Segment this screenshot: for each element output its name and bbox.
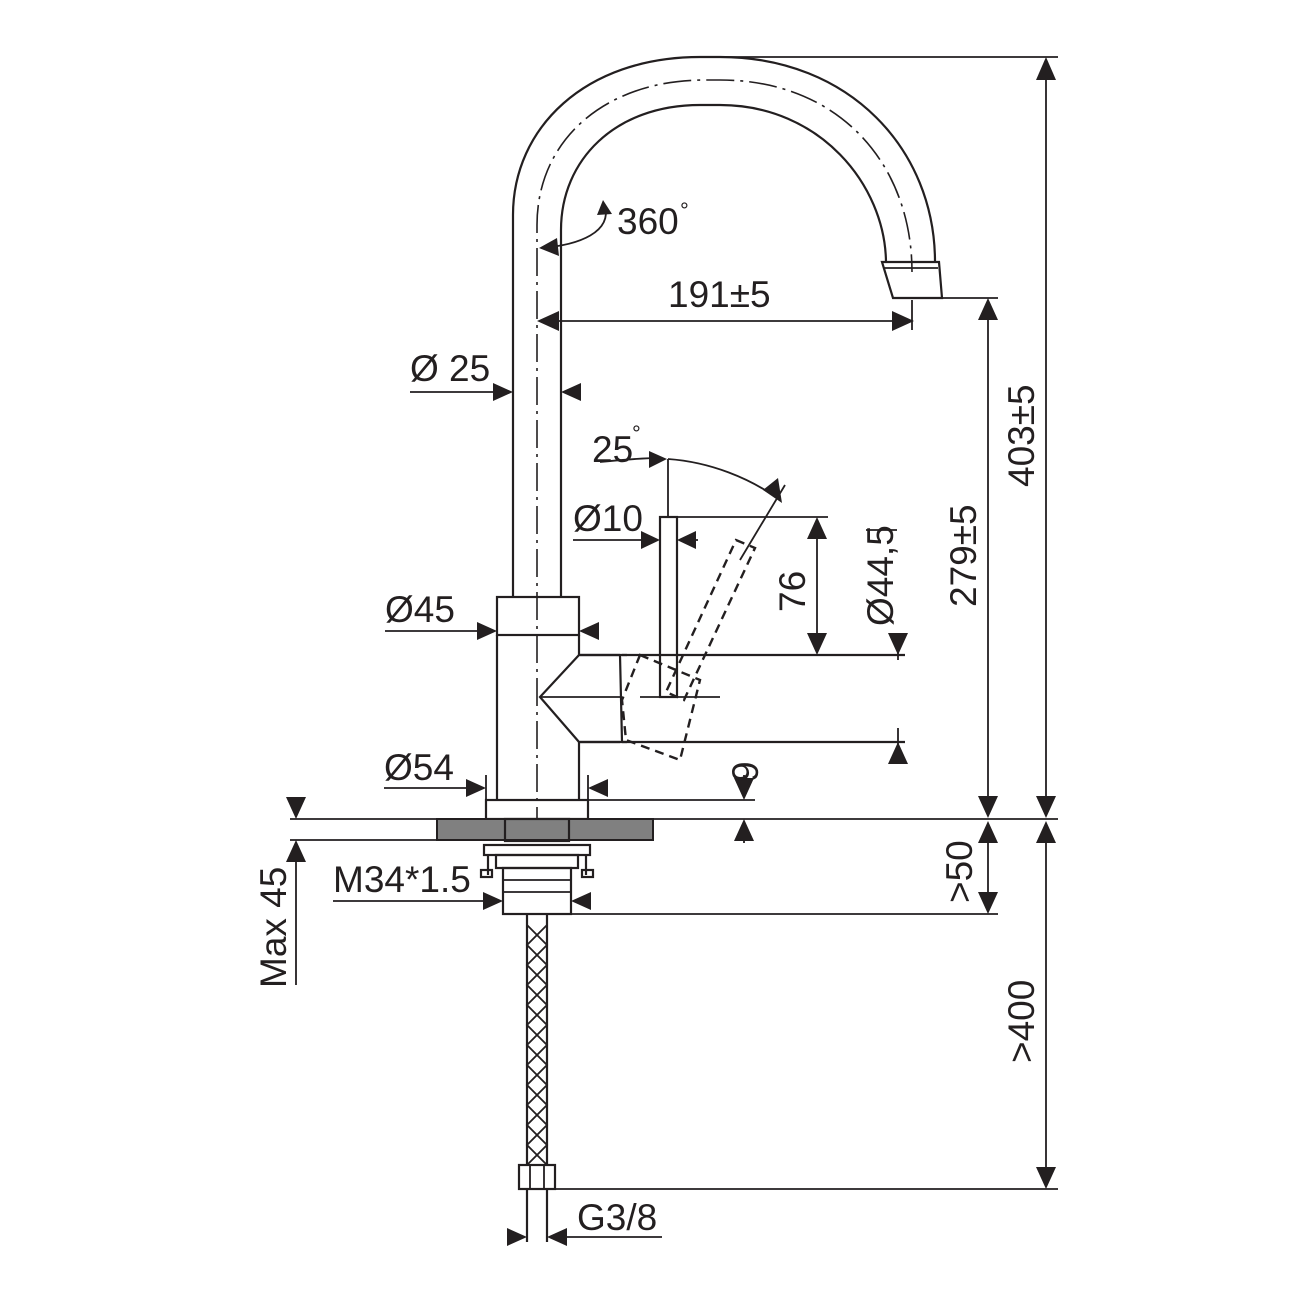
- mounting-assembly: [479, 817, 595, 1242]
- label-body-diameter: Ø45: [385, 589, 455, 630]
- hose: [525, 914, 549, 1165]
- lever-tilted: [664, 538, 757, 702]
- hose-nut: [517, 1163, 557, 1191]
- label-swivel-angle: 360: [617, 201, 679, 242]
- cartridge-housing: [618, 653, 905, 744]
- label-lever-diameter: Ø10: [573, 498, 643, 539]
- label-spout-reach: 191±5: [668, 274, 771, 315]
- spout-centerline: [536, 79, 913, 835]
- label-base-diameter: Ø54: [384, 747, 454, 788]
- body-collar: [495, 595, 581, 637]
- countertop: [290, 818, 755, 841]
- label-swivel-degree: °: [680, 198, 689, 223]
- label-total-height: 403±5: [1001, 384, 1042, 487]
- label-below-deck-clearance: >50: [939, 840, 980, 903]
- label-thread: M34*1.5: [333, 859, 471, 900]
- label-body-depth: Ø44,5: [860, 525, 901, 626]
- label-deck-thickness: Max 45: [253, 867, 294, 988]
- label-lever-height: 76: [772, 571, 813, 612]
- label-hose-length: >400: [1001, 980, 1042, 1063]
- label-spout-height: 279±5: [943, 504, 984, 607]
- dimension-lines: [286, 56, 1058, 1246]
- faucet-outline: [484, 55, 944, 835]
- label-spout-diameter: Ø 25: [410, 348, 490, 389]
- dimension-labels: 191±5 360 ° Ø 25 25 ° Ø10 Ø45 Ø54 M34*1.…: [253, 198, 1042, 1238]
- spout-inner: [559, 103, 888, 597]
- label-lever-degree: °: [632, 421, 641, 446]
- label-connection: G3/8: [577, 1197, 657, 1238]
- label-base-height: 9: [725, 761, 766, 782]
- label-lever-angle: 25: [592, 429, 633, 470]
